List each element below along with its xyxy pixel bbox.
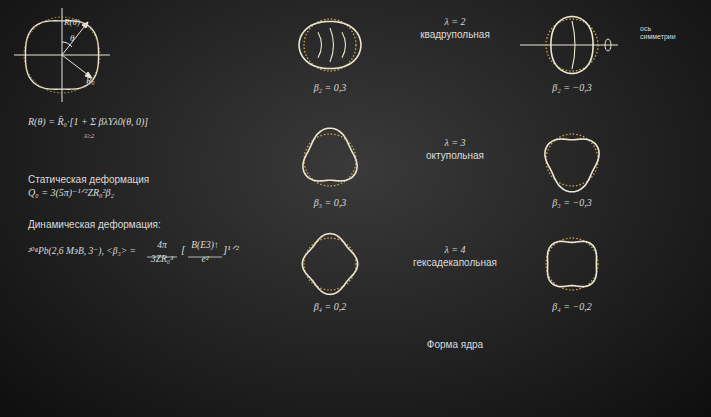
shape-formula: R(θ) = R̄₀·[1 + Σ βλYλ0(θ, 0)] [28, 116, 148, 128]
formula-part: 4π [157, 240, 167, 251]
radius-arrow [62, 55, 92, 78]
multipole-order: λ = 4 [444, 244, 465, 256]
sphere-reference [24, 17, 100, 93]
nucleus-shape [302, 234, 357, 295]
beta-value: β₄ = 0,2 [314, 301, 347, 313]
formula-part: [ [181, 243, 185, 256]
radius-arrow [62, 22, 88, 55]
radius-label: R₀ [86, 75, 95, 85]
moment-formula: Q₀ = 3(5π)⁻¹ᐟ²ZR₀²β₂ [28, 187, 114, 199]
beta-value: β₂ = 0,3 [314, 82, 347, 94]
beta-value: β₃ = 0,3 [314, 197, 347, 209]
sphere-reference [546, 19, 598, 71]
sum-index: λ≥2 [84, 132, 94, 140]
multipole-name: октупольная [426, 150, 484, 162]
beta-value: β₂ = −0,3 [552, 82, 591, 94]
section-heading: Статическая деформация [28, 174, 149, 186]
sphere-reference [304, 19, 356, 71]
latitude-line [318, 32, 322, 58]
nucleus-shape [551, 17, 593, 74]
angle-label: θ [70, 33, 74, 43]
formula-part: ]¹ᐟ² [223, 243, 239, 256]
latitude-line [342, 32, 346, 58]
nucleus-shape [25, 21, 98, 89]
formula-part: B(E3)↑ [191, 240, 218, 251]
symmetry-axis [520, 39, 618, 51]
multipole-order: λ = 3 [444, 137, 465, 149]
nucleus-shape [303, 128, 357, 181]
latitude-line [330, 28, 334, 62]
multipole-name: квадрупольная [420, 29, 490, 41]
beta-value: β₄ = −0,2 [552, 301, 591, 313]
sphere-reference [546, 238, 598, 290]
multipole-order: λ = 2 [444, 16, 465, 28]
formula-part: 3ZR₀³ [151, 254, 173, 265]
formula-part: ²⁰⁸Pb(2,6 МэВ, 3⁻), <β₃> = [28, 246, 136, 257]
rotation-mark [605, 39, 611, 51]
nucleus-shape [545, 139, 599, 192]
nucleus-shape [547, 241, 596, 286]
axis-line [520, 45, 618, 46]
nucleus-shape [299, 21, 361, 68]
radius-label: R(θ) [64, 17, 80, 27]
reference-figure [14, 8, 110, 102]
axis-label: ось симметрии [640, 25, 684, 41]
latitude-line [572, 21, 575, 69]
section-heading: Динамическая деформация: [28, 219, 161, 231]
formula-part: e² [201, 254, 208, 265]
figure-caption: Форма ядра [427, 339, 483, 351]
beta-value: β₃ = −0,3 [552, 197, 591, 209]
sphere-reference [304, 238, 356, 290]
multipole-name: гексадекапольная [413, 257, 497, 269]
